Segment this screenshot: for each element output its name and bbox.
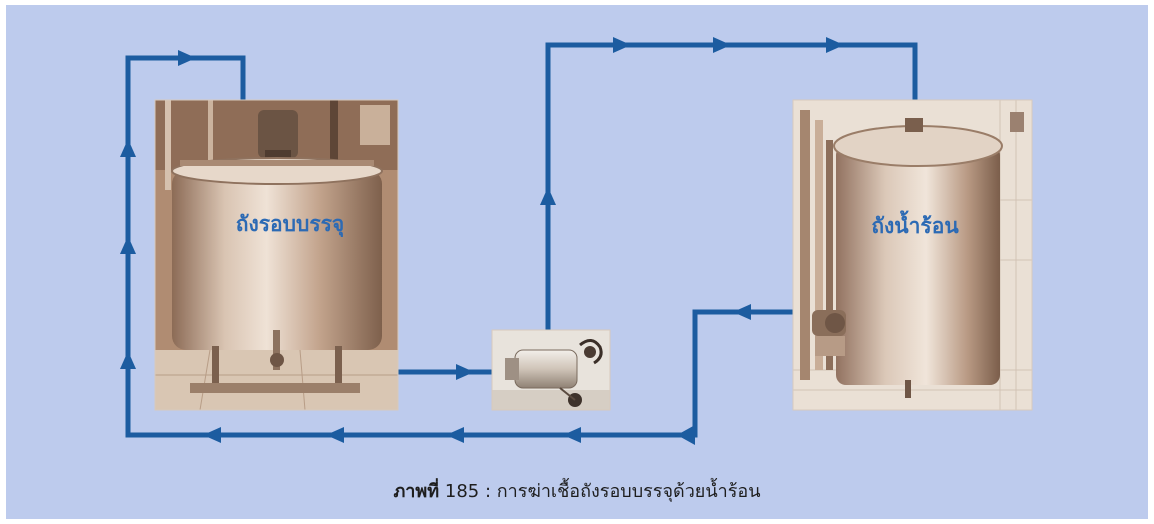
hot-water-tank-photo [793,100,1032,410]
caption-number: 185 [444,481,480,502]
filling-tank-photo [155,100,398,410]
flow-arrow-right [713,37,731,53]
outlet-valve [270,353,284,367]
flow-arrow-left [677,425,695,445]
filling-tank-label: ถังรอบบรรจุ [236,212,344,238]
figure-caption: ภาพที่ 185 : การฆ่าเชื้อถังรอบบรรจุด้วยน… [0,476,1154,505]
flow-arrow-left [563,427,581,443]
flow-arrow-right [178,50,196,66]
flow-arrow-left [203,427,221,443]
pump-motor [514,349,578,389]
flow-arrow-up [120,351,136,369]
flow-arrow-right [613,37,631,53]
flow-arrow-up [120,236,136,254]
hot-water-tank-label: ถังน้ำร้อน [871,210,959,238]
filling-tank-body [172,170,382,350]
flow-arrow-left [446,427,464,443]
flow-arrow-up [540,187,556,205]
caption-text: การฆ่าเชื้อถังรอบบรรจุด้วยน้ำร้อน [496,481,761,502]
caption-label: ภาพที่ [393,481,440,502]
agitator-motor [258,110,298,158]
flow-arrow-left [733,304,751,320]
flow-arrow-right [456,364,474,380]
flow-arrow-right [826,37,844,53]
pump-photo [492,330,610,410]
flow-arrow-left [326,427,344,443]
flow-arrow-up [120,139,136,157]
return-flow-line [125,55,793,438]
caption-separator: : [484,481,492,502]
hot-water-tank-body [836,145,1000,385]
